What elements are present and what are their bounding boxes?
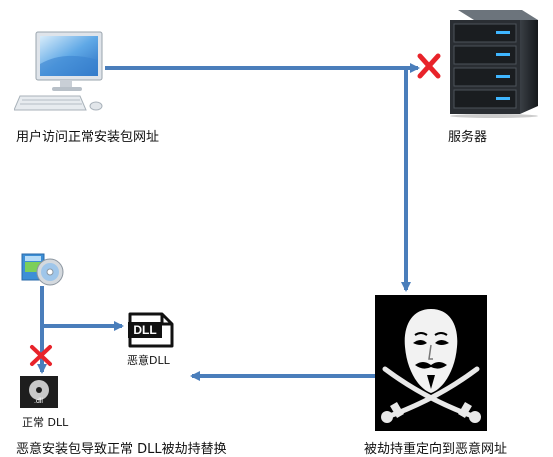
desktop-computer-icon <box>13 30 106 116</box>
normal-dll-icon: .dll <box>20 376 58 408</box>
hijacked-label: 被劫持重定向到恶意网址 <box>364 442 508 457</box>
pirate-mask-icon <box>375 295 487 431</box>
malicious-dll-label: 恶意DLL <box>127 354 170 367</box>
server-icon <box>444 6 544 118</box>
block-mark-server <box>417 53 441 79</box>
user-access-label: 用户访问正常安装包网址 <box>16 130 160 145</box>
dll-small-text: .dll <box>34 398 43 405</box>
server-label: 服务器 <box>448 130 488 145</box>
malicious-dll-icon: DLL <box>126 312 176 348</box>
block-mark-normal-dll <box>30 345 52 366</box>
normal-dll-label: 正常 DLL <box>22 416 69 429</box>
installer-package-icon <box>20 252 66 288</box>
replaced-label: 恶意安装包导致正常 DLL被劫持替换 <box>16 442 227 457</box>
dll-badge-text: DLL <box>133 323 157 337</box>
